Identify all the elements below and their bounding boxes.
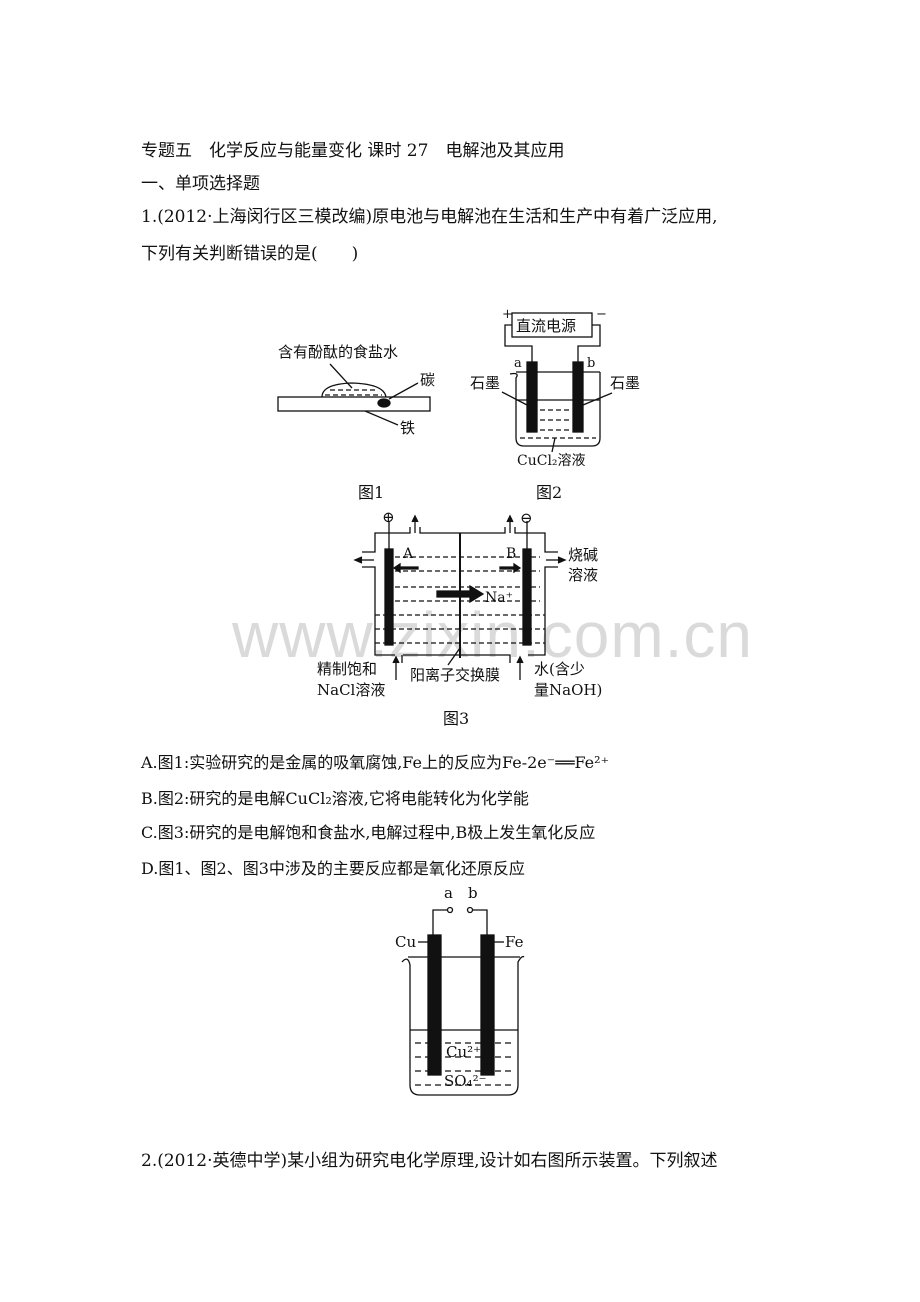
fig3-label-a: A xyxy=(402,546,414,562)
fig4-fe-electrode: Fe xyxy=(505,933,524,951)
fig2-a: a xyxy=(514,356,522,371)
fig3-anode-plus-icon: ⊕ xyxy=(382,508,395,526)
fig1-iron-label: 铁 xyxy=(400,419,415,437)
fig3-right-label-1: 烧碱 xyxy=(568,546,598,564)
question-1-line2: 下列有关判断错误的是( ) xyxy=(141,244,359,264)
fig4-cu-electrode: Cu xyxy=(395,933,416,951)
fig4-terminal-a: a xyxy=(444,884,453,902)
fig4-terminal-b: b xyxy=(468,884,478,902)
fig2-solution: CuCl₂溶液 xyxy=(517,453,586,469)
figure-3 xyxy=(353,514,567,680)
fig3-right-label-2: 溶液 xyxy=(568,566,598,584)
fig2-left-label: 石墨 xyxy=(470,374,500,392)
figure-2 xyxy=(501,312,613,453)
watermark: www.zixin.com.cn xyxy=(232,599,753,671)
section-heading: 一、单项选择题 xyxy=(141,174,260,194)
figure-1 xyxy=(277,363,431,426)
fig3-cathode-minus-icon: ⊖ xyxy=(520,509,533,527)
fig2-caption: 图2 xyxy=(536,483,562,502)
option-d: D.图1、图2、图3中涉及的主要反应都是氧化还原反应 xyxy=(141,859,525,878)
option-a: A.图1:实验研究的是金属的吸氧腐蚀,Fe上的反应为Fe-2e⁻══Fe²⁺ xyxy=(141,753,610,772)
fig2-b: b xyxy=(587,356,595,371)
fig4-sulfate-ion: SO₄²⁻ xyxy=(444,1072,487,1090)
figure-4 xyxy=(401,906,525,1096)
fig1-carbon-label: 碳 xyxy=(420,371,435,389)
option-c: C.图3:研究的是电解饱和食盐水,电解过程中,B极上发生氧化反应 xyxy=(141,823,596,842)
fig3-water-label-2: 量NaOH) xyxy=(534,681,602,699)
fig3-label-b: B xyxy=(506,546,516,562)
fig3-inlet-label-1: 精制饱和 xyxy=(317,660,377,678)
page-title: 专题五 化学反应与能量变化 课时 27 电解池及其应用 xyxy=(141,141,565,161)
fig3-membrane-label: 阳离子交换膜 xyxy=(410,666,500,684)
fig3-water-label-1: 水(含少 xyxy=(534,660,585,678)
fig3-caption: 图3 xyxy=(443,709,469,728)
fig4-cu-ion: Cu²⁺ xyxy=(446,1043,481,1061)
fig1-drop-label: 含有酚酞的食盐水 xyxy=(278,343,398,361)
fig3-inlet-label-2: NaCl溶液 xyxy=(317,681,385,699)
fig2-plus: + xyxy=(502,307,513,322)
fig2-power-source: 直流电源 xyxy=(516,317,576,335)
fig2-minus: − xyxy=(596,307,607,322)
option-b: B.图2:研究的是电解CuCl₂溶液,它将电能转化为化学能 xyxy=(141,789,529,808)
question-1-line1: 1.(2012·上海闵行区三模改编)原电池与电解池在生活和生产中有着广泛应用, xyxy=(141,207,718,227)
fig3-na-ion: Na⁺ xyxy=(485,590,513,606)
fig2-right-label: 石墨 xyxy=(610,374,640,392)
question-2-line1: 2.(2012·英德中学)某小组为研究电化学原理,设计如右图所示装置。下列叙述 xyxy=(141,1151,718,1171)
fig1-caption: 图1 xyxy=(358,483,384,502)
